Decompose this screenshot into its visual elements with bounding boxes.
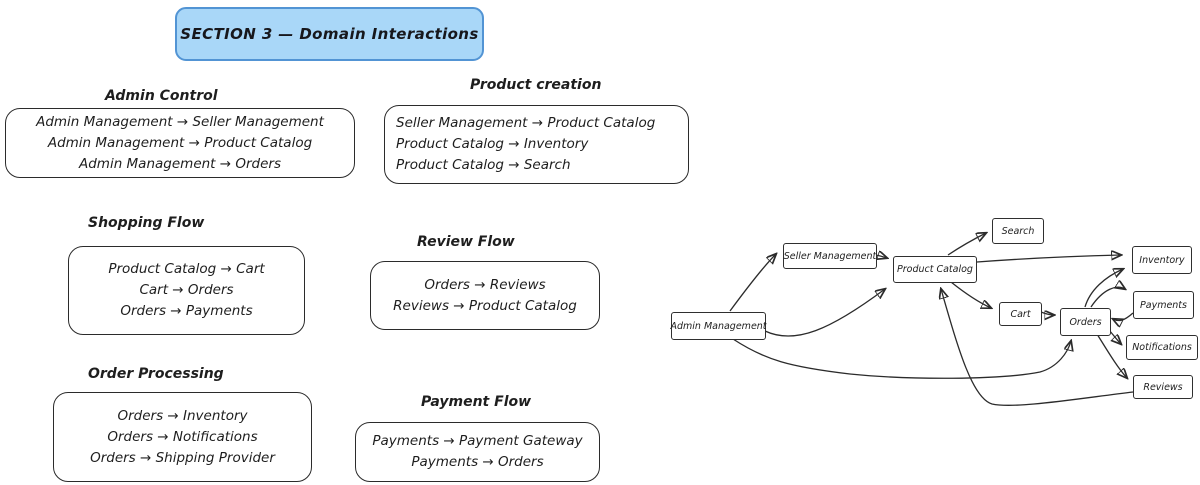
group-heading-order-processing: Order Processing <box>88 366 224 382</box>
edge-cart-to-orders <box>1040 312 1054 315</box>
group-heading-payment-flow: Payment Flow <box>421 394 532 410</box>
interaction-line: Payments → Payment Gateway <box>372 433 583 449</box>
interaction-line: Product Catalog → Inventory <box>396 136 589 152</box>
node-notifications: Notifications <box>1126 335 1198 360</box>
node-cart: Cart <box>999 302 1042 326</box>
group-box-order-processing: Orders → Inventory Orders → Notification… <box>53 392 312 482</box>
interaction-line: Product Catalog → Search <box>396 157 571 173</box>
group-box-review-flow: Orders → Reviews Reviews → Product Catal… <box>370 261 600 330</box>
interaction-line: Admin Management → Seller Management <box>36 113 324 130</box>
group-box-product-creation: Seller Management → Product Catalog Prod… <box>384 105 689 184</box>
edge-seller-to-catalog <box>875 255 887 258</box>
node-seller-management: Seller Management <box>783 243 877 269</box>
node-inventory: Inventory <box>1132 246 1192 274</box>
edge-admin-to-seller <box>729 254 776 312</box>
edge-catalog-to-search <box>947 233 986 256</box>
node-orders: Orders <box>1060 308 1111 336</box>
interaction-line: Reviews → Product Catalog <box>393 297 577 314</box>
interaction-line: Orders → Payments <box>120 303 253 319</box>
node-product-catalog: Product Catalog <box>893 256 977 283</box>
edge-payments-to-orders <box>1113 312 1134 321</box>
interaction-line: Seller Management → Product Catalog <box>396 115 656 131</box>
edge-orders-to-reviews <box>1096 333 1127 378</box>
section-title: SECTION 3 — Domain Interactions <box>180 25 479 43</box>
group-heading-shopping-flow: Shopping Flow <box>88 215 205 231</box>
node-reviews: Reviews <box>1133 375 1193 399</box>
group-box-admin-control: Admin Management → Seller Management Adm… <box>5 108 355 178</box>
edge-admin-to-orders <box>732 339 1071 379</box>
interaction-line: Orders → Reviews <box>424 276 546 293</box>
edge-catalog-to-cart <box>950 281 991 308</box>
interaction-line: Admin Management → Orders <box>78 155 281 172</box>
section-title-box: SECTION 3 — Domain Interactions <box>175 7 484 61</box>
interaction-line: Admin Management → Product Catalog <box>47 134 313 151</box>
group-box-payment-flow: Payments → Payment Gateway Payments → Or… <box>355 422 600 482</box>
node-search: Search <box>992 218 1044 244</box>
edge-orders-to-payments <box>1090 287 1125 308</box>
edge-admin-to-catalog <box>764 289 885 337</box>
interaction-line: Orders → Inventory <box>117 407 248 424</box>
interaction-line: Payments → Orders <box>411 454 544 470</box>
interaction-line: Product Catalog → Cart <box>108 261 265 277</box>
group-heading-review-flow: Review Flow <box>417 234 515 250</box>
group-box-shopping-flow: Product Catalog → Cart Cart → Orders Ord… <box>68 246 305 335</box>
group-heading-product-creation: Product creation <box>470 77 602 93</box>
node-admin-management: Admin Management <box>670 312 767 340</box>
group-heading-admin-control: Admin Control <box>105 88 218 104</box>
interaction-line: Orders → Shipping Provider <box>90 449 275 466</box>
edge-orders-to-inventory <box>1084 269 1123 308</box>
node-payments: Payments <box>1133 291 1194 319</box>
interaction-line: Orders → Notifications <box>107 428 258 445</box>
interaction-line: Cart → Orders <box>139 282 234 298</box>
edge-catalog-to-inventory <box>976 255 1121 263</box>
